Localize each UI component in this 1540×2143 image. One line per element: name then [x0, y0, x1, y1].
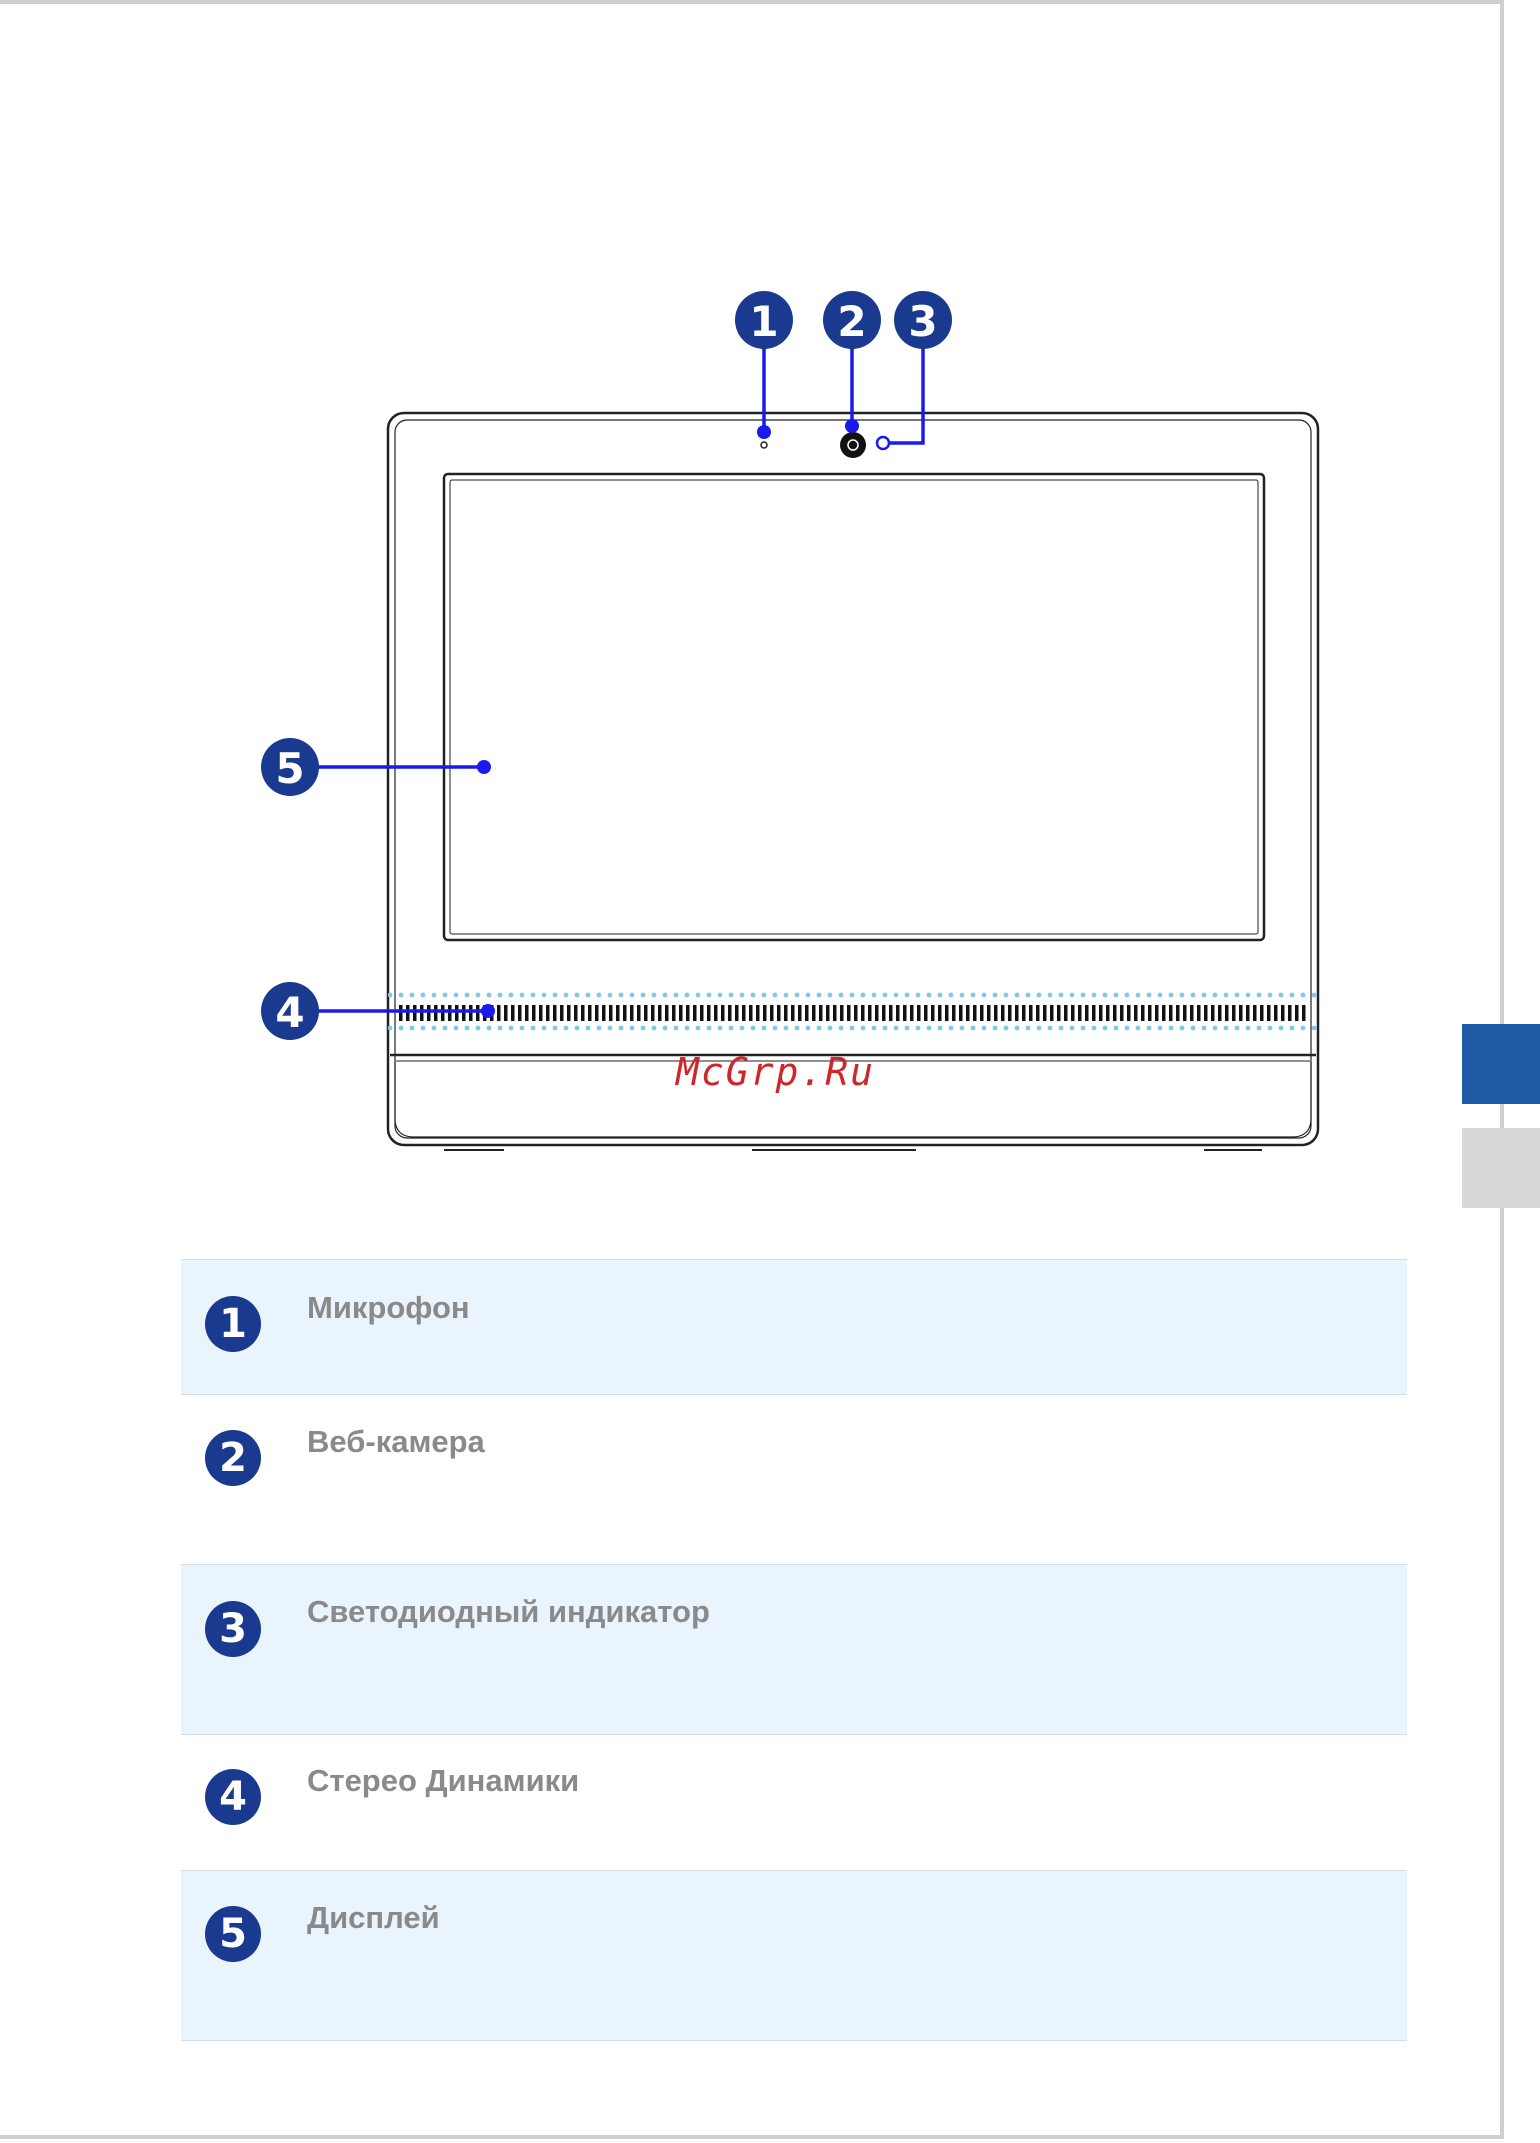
leader-endpoints — [477, 419, 859, 1018]
legend-badge: 5 — [205, 1906, 261, 1962]
monitor-body — [388, 413, 1318, 1145]
legend-row-microphone: 1 Микрофон — [181, 1259, 1407, 1395]
legend-label: Стерео Динамики — [307, 1763, 579, 1799]
legend-row-led: 3 Светодиодный индикатор — [181, 1565, 1407, 1735]
led-indicator — [877, 437, 889, 449]
legend-badge: 3 — [205, 1601, 261, 1657]
callout-1: 1 — [735, 291, 793, 349]
front-view-diagram: 1 2 3 5 4 — [0, 0, 1540, 1200]
legend-label: Микрофон — [307, 1290, 470, 1326]
webcam-icon — [840, 432, 866, 458]
callout-3-number: 3 — [908, 297, 937, 346]
callout-3: 3 — [894, 291, 952, 349]
microphone-hole — [761, 442, 767, 448]
callout-1-number: 1 — [749, 297, 778, 346]
display-screen — [444, 474, 1264, 940]
callout-4: 4 — [261, 982, 319, 1040]
speaker-dots-top — [388, 990, 1322, 1001]
speaker-grille — [398, 1005, 1308, 1021]
callout-2: 2 — [823, 291, 881, 349]
legend-row-display: 5 Дисплей — [181, 1871, 1407, 2041]
legend-row-webcam: 2 Веб-камера — [181, 1395, 1407, 1565]
legend-badge: 4 — [205, 1769, 261, 1825]
callout-4-number: 4 — [275, 988, 304, 1037]
leader-lines — [316, 348, 923, 1011]
callout-2-number: 2 — [837, 297, 866, 346]
legend-row-speakers: 4 Стерео Динамики — [181, 1735, 1407, 1871]
callout-5: 5 — [261, 738, 319, 796]
legend-label: Светодиодный индикатор — [307, 1594, 710, 1630]
speaker-dots-bottom — [388, 1022, 1322, 1033]
watermark: McGrp.Ru — [676, 1050, 875, 1094]
legend-table: 1 Микрофон 2 Веб-камера 3 Светодиодный и… — [181, 1259, 1407, 2041]
callout-5-number: 5 — [275, 744, 304, 793]
legend-badge: 2 — [205, 1430, 261, 1486]
legend-label: Дисплей — [307, 1900, 440, 1936]
legend-badge: 1 — [205, 1296, 261, 1352]
legend-label: Веб-камера — [307, 1424, 485, 1460]
